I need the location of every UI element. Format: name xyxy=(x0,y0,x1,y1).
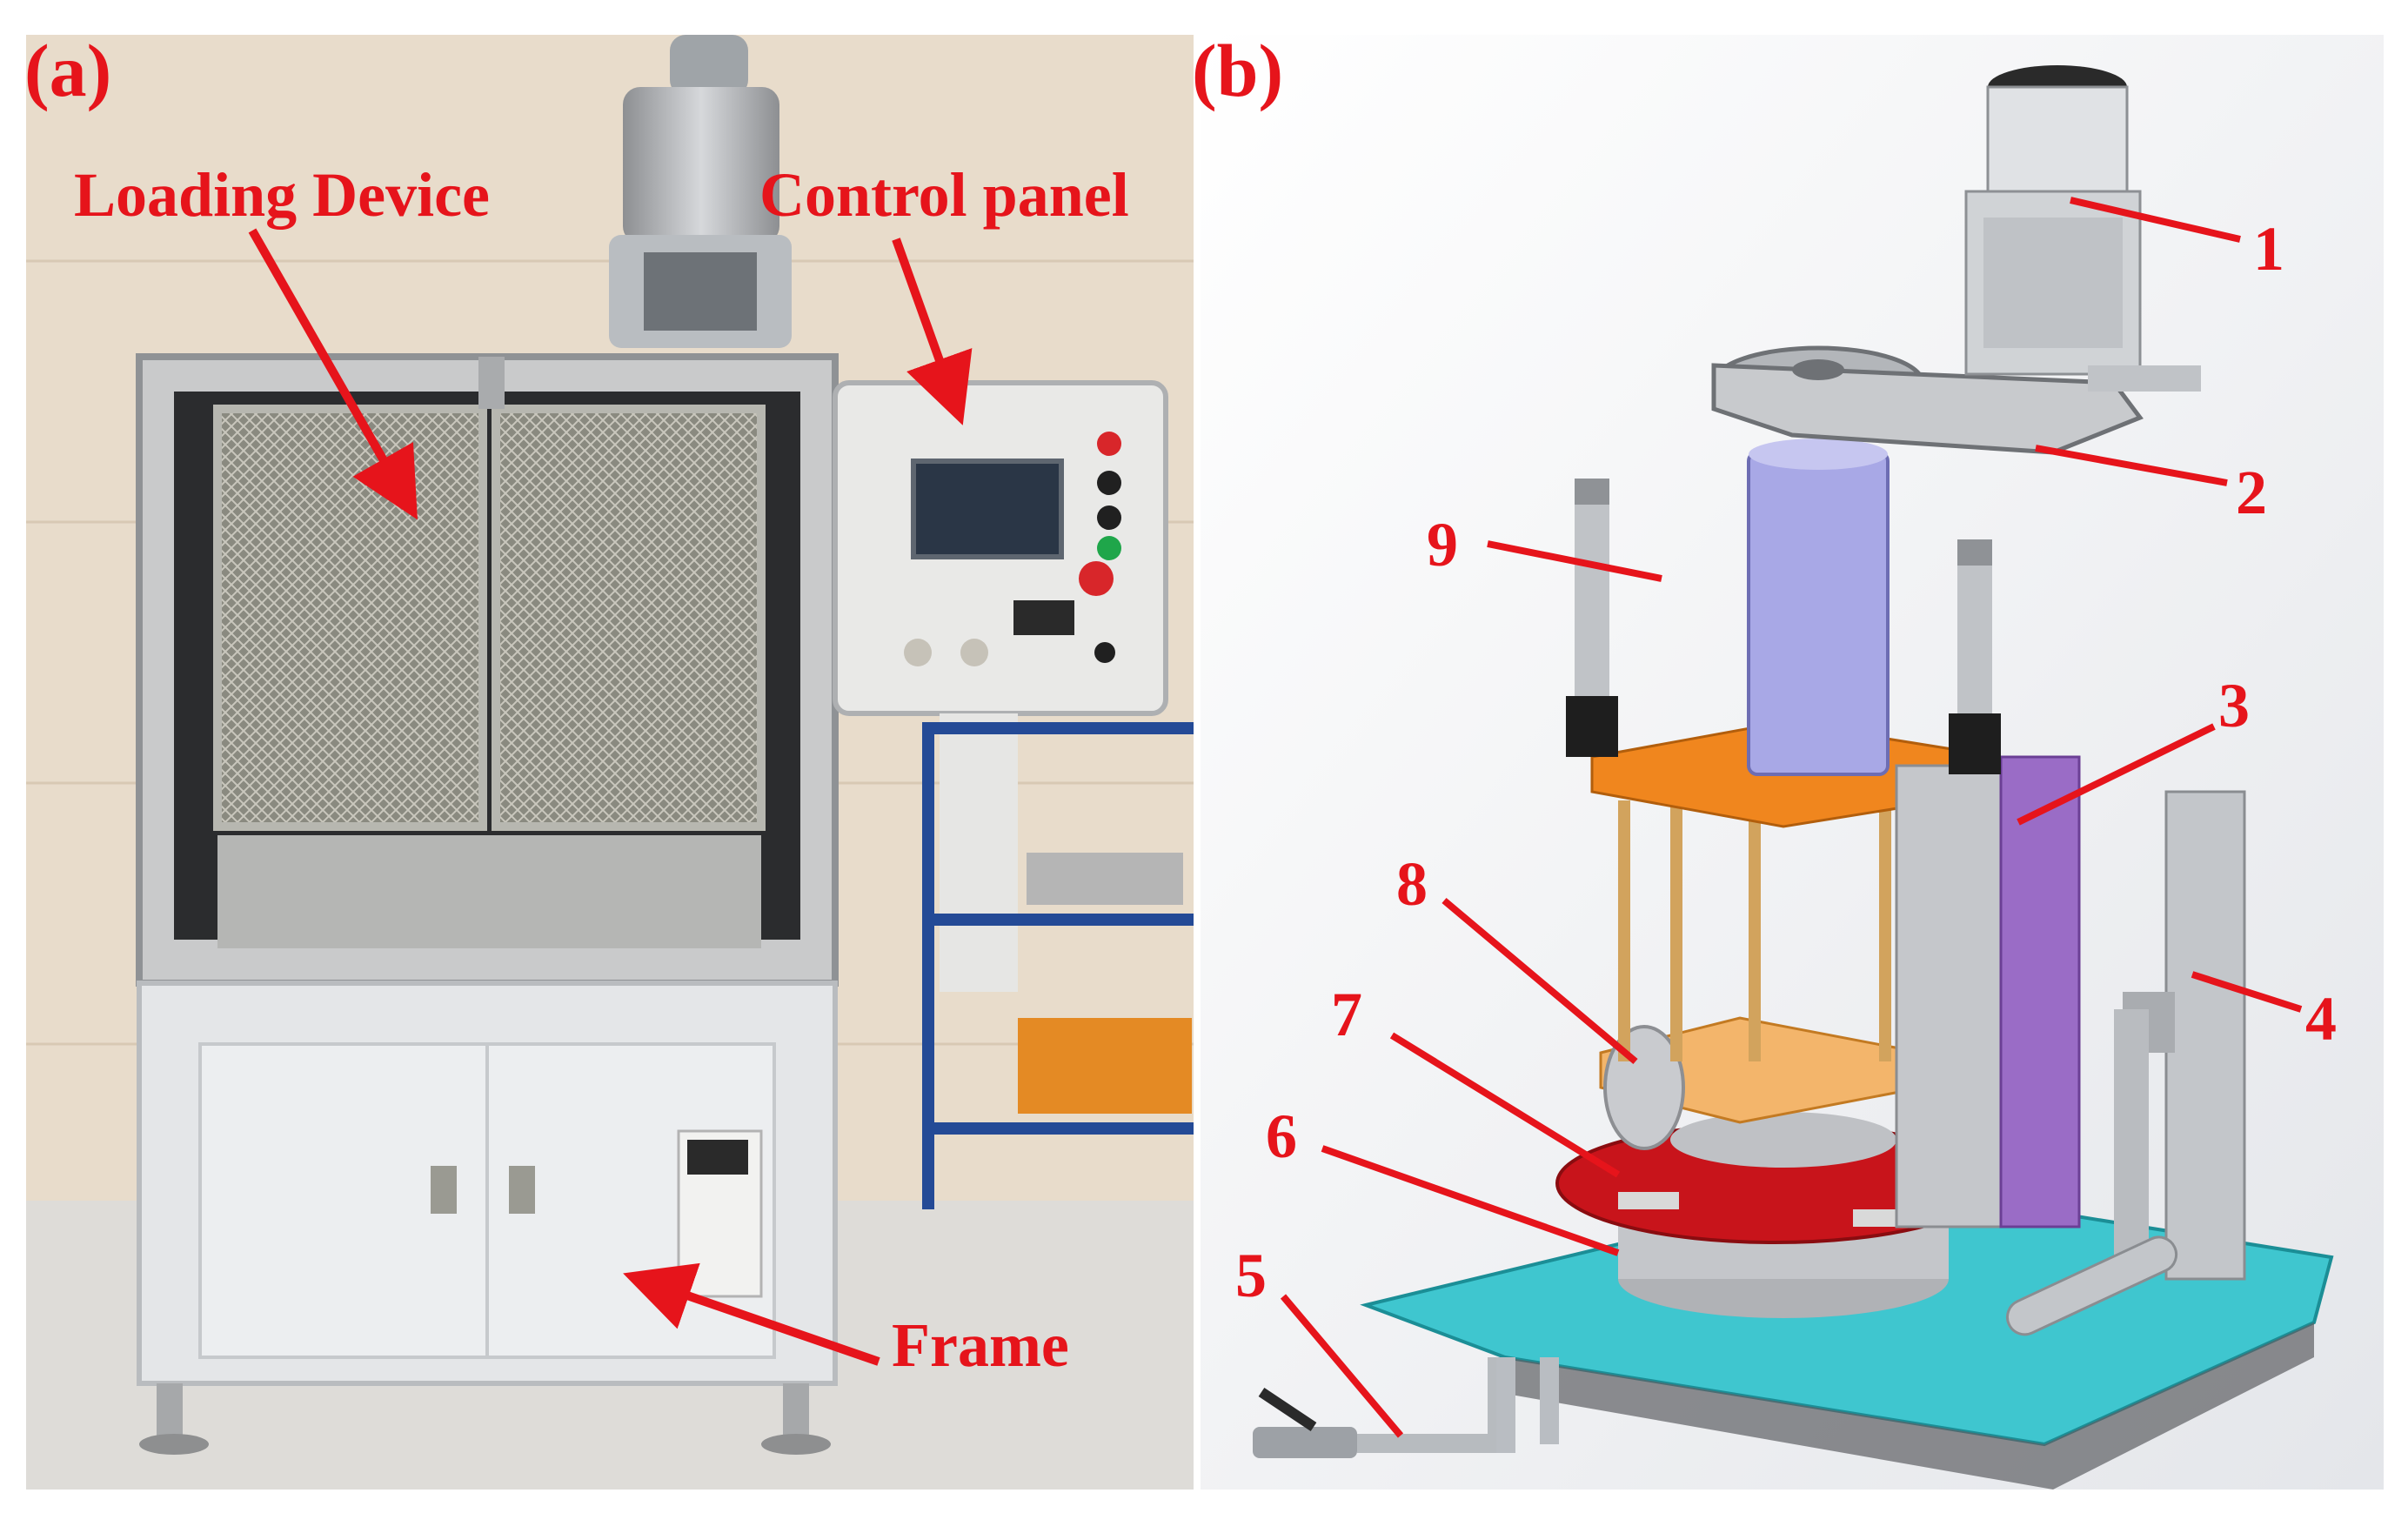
loading-device-arrow xyxy=(248,228,418,520)
support-leg xyxy=(1496,1357,1515,1453)
pneumatic-cylinder-left xyxy=(1566,479,1618,757)
guide-column xyxy=(1749,800,1761,1061)
callout-2: 2 xyxy=(2236,458,2267,527)
callout-3: 3 xyxy=(2218,671,2250,740)
callout-line-9 xyxy=(1487,540,1662,582)
column-sleeve xyxy=(1895,764,2003,1228)
callout-4: 4 xyxy=(2305,984,2337,1054)
guide-column xyxy=(1670,800,1682,1061)
guide-column xyxy=(1879,800,1891,1061)
support-leg xyxy=(1540,1357,1559,1444)
frame-arrow xyxy=(623,1262,880,1366)
callout-1: 1 xyxy=(2253,214,2284,284)
callout-5: 5 xyxy=(1235,1241,1267,1310)
control-panel-label: Control panel xyxy=(759,160,1129,230)
callout-line-1 xyxy=(2070,197,2241,243)
panel-b-label: (b) xyxy=(1192,29,1283,112)
motor-photo xyxy=(609,35,792,348)
belt-drive xyxy=(1711,345,2144,455)
wire-mesh-door-right xyxy=(492,405,766,831)
callout-line-2 xyxy=(2035,445,2228,486)
wire-mesh-door-left xyxy=(213,405,487,831)
callout-line-4 xyxy=(2191,971,2303,1013)
control-panel-arrow xyxy=(892,238,973,425)
loading-device-cabinet xyxy=(136,353,839,987)
motor-cad xyxy=(1964,65,2201,392)
callout-8: 8 xyxy=(1396,849,1428,919)
base-shadow xyxy=(1496,1322,2314,1490)
panel-b-cad: (b) 1 2 3 4 5 6 7 8 9 xyxy=(1192,29,2384,1490)
callout-line-7 xyxy=(1389,1032,1621,1178)
callout-6: 6 xyxy=(1266,1101,1297,1171)
callout-line-6 xyxy=(1321,1145,1620,1256)
main-cylinder xyxy=(1747,451,1890,776)
callout-7: 7 xyxy=(1331,980,1362,1049)
water-valve xyxy=(1253,1357,1507,1458)
callout-line-8 xyxy=(1441,897,1638,1065)
blue-shelving xyxy=(922,722,1194,1209)
pneumatic-cylinder-right xyxy=(1949,539,2001,774)
panel-a-label: (a) xyxy=(24,29,111,112)
callout-9: 9 xyxy=(1427,510,1458,579)
control-panel-photo xyxy=(833,380,1168,992)
specimen-disk xyxy=(1670,1112,1896,1168)
touch-screen xyxy=(911,459,1064,559)
panel-a-photo: (a) Loading Device Control panel Frame xyxy=(24,29,1194,1490)
purple-column xyxy=(1999,755,2081,1228)
main-cylinder-top xyxy=(1749,439,1888,470)
frame-cabinet-photo xyxy=(137,981,838,1455)
turntable-slot xyxy=(1618,1192,1679,1209)
callout-line-5 xyxy=(1280,1294,1404,1438)
guide-column xyxy=(1618,800,1630,1061)
frame-label: Frame xyxy=(892,1310,1069,1380)
side-tower xyxy=(2114,790,2246,1281)
base-pipe xyxy=(2005,1235,2178,1336)
callout-line-3 xyxy=(2017,723,2216,826)
loading-device-label: Loading Device xyxy=(74,160,490,230)
